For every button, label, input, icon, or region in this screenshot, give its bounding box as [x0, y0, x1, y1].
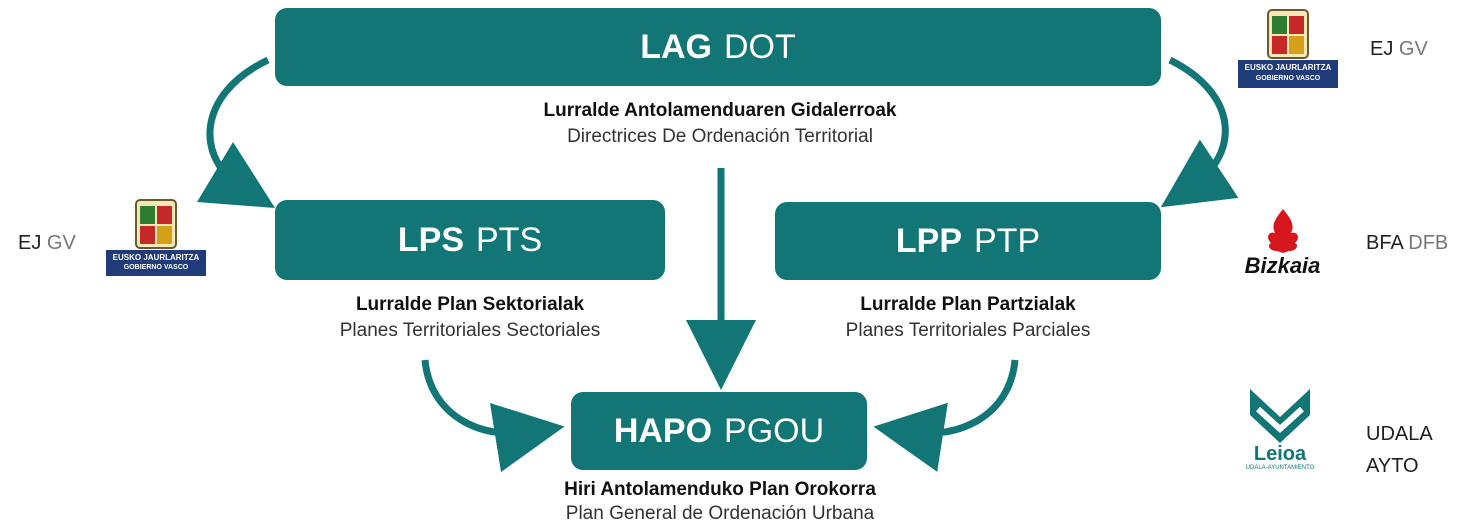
- box-lag-dot-strong: LAG: [640, 27, 712, 66]
- authority-label-bizkaia-a: BFA: [1366, 232, 1403, 254]
- authority-label-top-right-b: GV: [1398, 38, 1428, 60]
- authority-label-left-b: GV: [46, 232, 76, 254]
- bizkaia-logo: Bizkaia: [1235, 205, 1330, 280]
- box-lps-pts-strong: LPS: [397, 220, 464, 259]
- gv-logo-line1: EUSKO JAURLARITZA: [112, 253, 200, 262]
- gobierno-vasco-logo-left: EUSKO JAURLARITZA GOBIERNO VASCO: [106, 198, 206, 278]
- oak-leaf-icon: [1268, 209, 1298, 253]
- arrow-ptp-to-pgou: [873, 359, 1019, 472]
- authority-label-bizkaia-b: DFB: [1408, 232, 1449, 254]
- caption-dot: Lurralde Antolamenduaren Gidalerroak Dir…: [420, 98, 1020, 150]
- box-lps-pts: LPS PTS: [275, 200, 665, 280]
- caption-ptp: Lurralde Plan Partzialak Planes Territor…: [768, 292, 1168, 344]
- leioa-chevron-icon: [1250, 389, 1310, 443]
- coat-of-arms-icon: [106, 199, 206, 276]
- arrow-dot-to-pts: [196, 56, 275, 209]
- authority-label-leioa-b: AYTO: [1366, 455, 1419, 477]
- leioa-logo-text: Leioa: [1253, 443, 1307, 465]
- caption-pgou-es: Plan General de Ordenación Urbana: [565, 503, 875, 524]
- caption-pts-eu: Lurralde Plan Sektorialak: [355, 294, 585, 315]
- bizkaia-logo-text: Bizkaia: [1244, 253, 1321, 278]
- leioa-logo: Leioa UDALA-AYUNTAMIENTO: [1230, 385, 1330, 475]
- box-lag-dot-light: DOT: [724, 27, 796, 66]
- gv-logo-line2: GOBIERNO VASCO: [123, 264, 189, 271]
- caption-dot-eu: Lurralde Antolamenduaren Gidalerroak: [543, 100, 897, 121]
- gv-logo-line2: GOBIERNO VASCO: [1255, 75, 1321, 82]
- gv-logo-line1: EUSKO JAURLARITZA: [1244, 63, 1332, 72]
- arrow-dot-to-ptp: [1160, 56, 1239, 208]
- authority-label-leioa: UDALA AYTO: [1366, 418, 1433, 482]
- box-lps-pts-light: PTS: [476, 220, 543, 259]
- box-lpp-ptp-light: PTP: [974, 221, 1041, 260]
- caption-dot-es: Directrices De Ordenación Territorial: [567, 126, 873, 147]
- box-hapo-pgou-strong: HAPO: [613, 411, 713, 450]
- caption-ptp-es: Planes Territoriales Parciales: [845, 320, 1091, 341]
- authority-label-top-right-a: EJ: [1370, 38, 1394, 60]
- box-lag-dot: LAG DOT: [275, 8, 1161, 86]
- authority-label-bizkaia: BFA DFB: [1366, 232, 1448, 255]
- authority-label-top-right: EJ GV: [1370, 38, 1428, 61]
- leioa-logo-subtext: UDALA-AYUNTAMIENTO: [1245, 465, 1315, 471]
- arrow-pts-to-pgou: [421, 359, 565, 473]
- authority-label-leioa-a: UDALA: [1366, 423, 1433, 445]
- box-lpp-ptp: LPP PTP: [775, 202, 1161, 280]
- caption-pgou-eu: Hiri Antolamenduko Plan Orokorra: [564, 479, 876, 500]
- caption-pts: Lurralde Plan Sektorialak Planes Territo…: [270, 292, 670, 344]
- caption-pts-es: Planes Territoriales Sectoriales: [339, 320, 601, 341]
- box-lpp-ptp-strong: LPP: [895, 221, 962, 260]
- box-hapo-pgou-light: PGOU: [724, 411, 825, 450]
- authority-label-left: EJ GV: [18, 232, 76, 255]
- box-hapo-pgou: HAPO PGOU: [571, 392, 867, 470]
- caption-pgou: Hiri Antolamenduko Plan Orokorra Plan Ge…: [470, 478, 970, 526]
- coat-of-arms-icon: [1238, 9, 1338, 88]
- authority-label-left-a: EJ: [18, 232, 42, 254]
- caption-ptp-eu: Lurralde Plan Partzialak: [860, 294, 1076, 315]
- gobierno-vasco-logo-top: EUSKO JAURLARITZA GOBIERNO VASCO: [1238, 8, 1338, 88]
